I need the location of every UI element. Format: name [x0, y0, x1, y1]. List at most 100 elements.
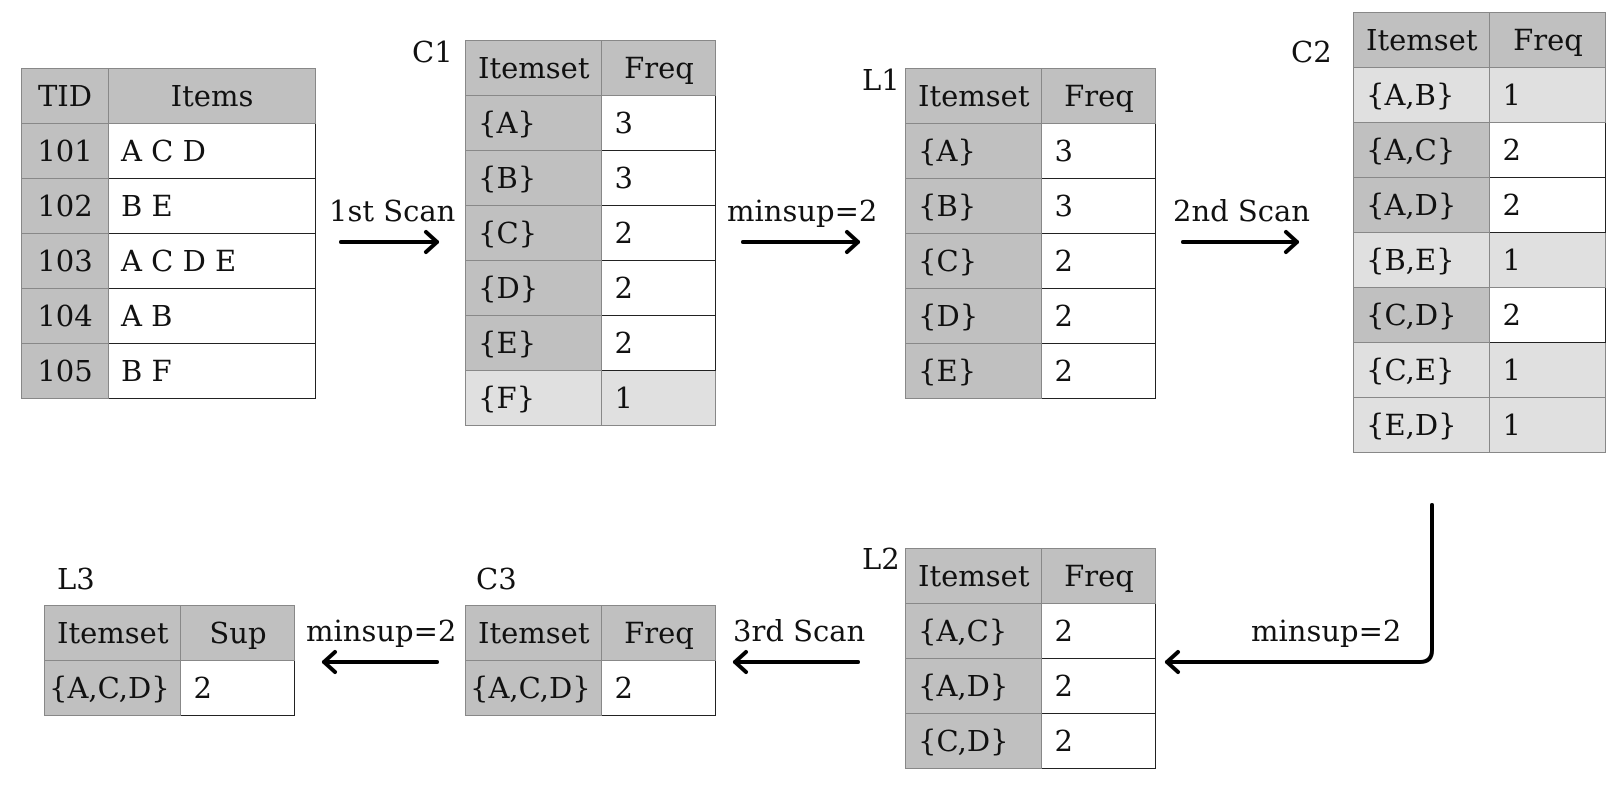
table-row: {A,C,D} 2 — [43, 660, 296, 716]
freq-cell: 2 — [601, 205, 717, 261]
table-row: {E} 2 — [904, 343, 1157, 399]
table-row: {A,C} 2 — [904, 603, 1157, 659]
column-header: Items — [108, 68, 316, 124]
table-row-infrequent: {C,E} 1 — [1352, 342, 1607, 398]
sup-cell: 2 — [180, 660, 296, 716]
table-row: {A,D} 2 — [904, 658, 1157, 714]
column-header: Itemset — [904, 548, 1043, 604]
c2-table: Itemset Freq {A,B} 1 {A,C} 2 {A,D} 2 {B,… — [1352, 12, 1607, 453]
table-row: {D} 2 — [904, 288, 1157, 344]
itemset-cell: {A} — [904, 123, 1043, 179]
freq-cell: 2 — [1041, 713, 1157, 769]
transaction-table: TID Items 101 A C D 102 B E 103 A C D E … — [21, 68, 316, 399]
l2-label: L2 — [862, 542, 900, 576]
table-row: {A,D} 2 — [1352, 177, 1607, 233]
scan2-arrow — [1181, 230, 1299, 254]
table-header-row: Itemset Freq — [464, 605, 717, 661]
scan1-label: 1st Scan — [329, 194, 456, 228]
column-header: Itemset — [904, 68, 1043, 124]
itemset-cell: {E} — [904, 343, 1043, 399]
table-row: 104 A B — [21, 288, 316, 344]
items-cell: A C D — [108, 123, 316, 179]
freq-cell: 2 — [1041, 603, 1157, 659]
column-header: Freq — [1041, 548, 1157, 604]
l3-table: Itemset Sup {A,C,D} 2 — [43, 605, 296, 716]
table-row-infrequent: {A,B} 1 — [1352, 67, 1607, 123]
scan1-arrow — [339, 230, 439, 254]
freq-cell: 2 — [601, 315, 717, 371]
itemset-cell: {C} — [904, 233, 1043, 289]
freq-cell: 2 — [601, 660, 717, 716]
freq-cell: 3 — [1041, 123, 1157, 179]
table-row: {C} 2 — [464, 205, 717, 261]
freq-cell: 3 — [1041, 178, 1157, 234]
itemset-cell: {A} — [464, 95, 603, 151]
c3-table: Itemset Freq {A,C,D} 2 — [464, 605, 717, 716]
l2-table: Itemset Freq {A,C} 2 {A,D} 2 {C,D} 2 — [904, 548, 1157, 769]
scan3-arrow — [733, 650, 860, 674]
itemset-cell: {A,C} — [904, 603, 1043, 659]
table-row: 103 A C D E — [21, 233, 316, 289]
tid-cell: 103 — [21, 233, 109, 289]
table-header-row: Itemset Freq — [1352, 12, 1607, 68]
itemset-cell: {A,C,D} — [43, 660, 182, 716]
c2-label: C2 — [1291, 35, 1332, 69]
table-row: 102 B E — [21, 178, 316, 234]
table-header-row: Itemset Sup — [43, 605, 296, 661]
table-header-row: TID Items — [21, 68, 316, 124]
freq-cell: 2 — [1041, 658, 1157, 714]
l1-label: L1 — [862, 63, 900, 97]
itemset-cell: {A,D} — [1352, 177, 1491, 233]
freq-cell: 2 — [1041, 288, 1157, 344]
c1-label: C1 — [412, 35, 453, 69]
table-header-row: Itemset Freq — [904, 548, 1157, 604]
freq-cell: 3 — [601, 95, 717, 151]
table-row: {C,D} 2 — [904, 713, 1157, 769]
prune3-arrow — [322, 650, 439, 674]
freq-cell: 1 — [1489, 67, 1607, 123]
freq-cell: 2 — [1489, 122, 1607, 178]
itemset-cell: {D} — [464, 260, 603, 316]
table-row: {D} 2 — [464, 260, 717, 316]
table-row: {C,D} 2 — [1352, 287, 1607, 343]
column-header: Sup — [180, 605, 296, 661]
items-cell: A C D E — [108, 233, 316, 289]
itemset-cell: {B,E} — [1352, 232, 1491, 288]
column-header: Freq — [1489, 12, 1607, 68]
freq-cell: 3 — [601, 150, 717, 206]
column-header: Freq — [601, 605, 717, 661]
tid-cell: 105 — [21, 343, 109, 399]
freq-cell: 2 — [1489, 287, 1607, 343]
itemset-cell: {A,C,D} — [464, 660, 603, 716]
prune2-label: minsup=2 — [1251, 614, 1402, 648]
column-header: TID — [21, 68, 109, 124]
table-row: {E} 2 — [464, 315, 717, 371]
column-header: Itemset — [43, 605, 182, 661]
column-header: Itemset — [464, 40, 603, 96]
items-cell: B E — [108, 178, 316, 234]
itemset-cell: {C} — [464, 205, 603, 261]
itemset-cell: {C,D} — [904, 713, 1043, 769]
scan3-label: 3rd Scan — [733, 614, 866, 648]
itemset-cell: {D} — [904, 288, 1043, 344]
itemset-cell: {E,D} — [1352, 397, 1491, 453]
itemset-cell: {A,D} — [904, 658, 1043, 714]
column-header: Itemset — [1352, 12, 1491, 68]
table-row: {A} 3 — [904, 123, 1157, 179]
column-header: Freq — [601, 40, 717, 96]
c1-table: Itemset Freq {A} 3 {B} 3 {C} 2 {D} 2 {E}… — [464, 40, 717, 426]
table-row-infrequent: {B,E} 1 — [1352, 232, 1607, 288]
prune1-arrow — [741, 230, 860, 254]
tid-cell: 104 — [21, 288, 109, 344]
items-cell: B F — [108, 343, 316, 399]
itemset-cell: {C,E} — [1352, 342, 1491, 398]
table-header-row: Itemset Freq — [464, 40, 717, 96]
table-row-infrequent: {F} 1 — [464, 370, 717, 426]
scan2-label: 2nd Scan — [1173, 194, 1310, 228]
table-row: {A} 3 — [464, 95, 717, 151]
table-row: 101 A C D — [21, 123, 316, 179]
itemset-cell: {E} — [464, 315, 603, 371]
freq-cell: 1 — [1489, 232, 1607, 288]
freq-cell: 1 — [601, 370, 717, 426]
